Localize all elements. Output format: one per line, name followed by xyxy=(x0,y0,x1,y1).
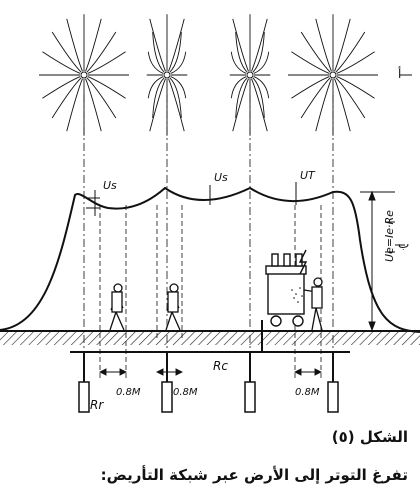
field-line xyxy=(335,77,366,119)
field-line xyxy=(42,76,81,99)
field-line xyxy=(87,51,126,74)
field-line xyxy=(66,18,83,72)
field-line xyxy=(168,78,185,132)
field-line xyxy=(86,77,117,119)
person-walking-1 xyxy=(109,283,125,331)
field-line xyxy=(235,77,248,118)
zone-ticks xyxy=(395,74,412,246)
field-line xyxy=(149,78,166,132)
field-line xyxy=(335,31,366,73)
electrode-3 xyxy=(244,381,256,413)
field-line xyxy=(334,18,351,72)
field-line xyxy=(315,18,332,72)
electrodes xyxy=(78,381,339,413)
distance-label-1: 0.8M xyxy=(116,387,141,398)
field-source-3 xyxy=(246,71,254,79)
field-line xyxy=(152,32,165,73)
field-line xyxy=(251,18,268,72)
distance-label-3: 0.8M xyxy=(295,387,320,398)
distance-markers xyxy=(98,368,323,376)
field-line xyxy=(170,51,187,74)
potential-curve xyxy=(0,186,420,333)
person-walking-2 xyxy=(165,283,181,331)
field-line xyxy=(252,77,265,118)
field-line xyxy=(336,51,375,74)
us-left-label: Us xyxy=(103,179,117,192)
step-lines xyxy=(99,205,322,380)
field-line xyxy=(300,31,331,73)
field-line xyxy=(147,51,164,74)
person-touching xyxy=(303,277,323,331)
electrode-1 xyxy=(78,381,90,413)
field-line xyxy=(85,18,102,72)
field-line xyxy=(66,78,83,132)
field-line xyxy=(169,77,182,118)
field-line xyxy=(235,32,248,73)
field-line xyxy=(230,51,247,74)
field-line xyxy=(251,78,268,132)
us-mid-label: Us xyxy=(214,171,228,184)
field-line xyxy=(168,18,185,72)
field-line xyxy=(147,76,164,99)
zone-a-label: أ xyxy=(398,67,402,81)
figure-number: الشكل (٥) xyxy=(331,428,408,446)
electrode-4 xyxy=(327,381,339,413)
rc-label: Rc xyxy=(213,359,228,373)
voltage-markers xyxy=(86,182,297,216)
field-line xyxy=(170,76,187,99)
field-line xyxy=(300,77,331,119)
field-line xyxy=(230,76,247,99)
field-line xyxy=(336,76,375,99)
field-line xyxy=(87,76,126,99)
field-line xyxy=(149,18,166,72)
field-line xyxy=(291,51,330,74)
field-line xyxy=(42,51,81,74)
field-line xyxy=(252,32,265,73)
ue-label: Ue=Ie·Re xyxy=(383,210,396,262)
field-line xyxy=(169,32,182,73)
field-line xyxy=(86,31,117,73)
equipotential-field-lines xyxy=(39,14,378,136)
field-line xyxy=(291,76,330,99)
field-source-1 xyxy=(80,71,88,79)
field-line xyxy=(85,78,102,132)
field-line xyxy=(51,31,82,73)
ut-label: UT xyxy=(300,169,315,182)
field-line xyxy=(334,78,351,132)
electrode-2 xyxy=(161,381,173,413)
field-source-2 xyxy=(163,71,171,79)
field-source-4 xyxy=(329,71,337,79)
field-line xyxy=(51,77,82,119)
figure-caption: تفرغ التوتر إلى الأرض عبر شبكة التأريض: xyxy=(100,466,408,484)
field-line xyxy=(253,76,270,99)
ue-dimension xyxy=(360,190,395,332)
zone-b-label: ب xyxy=(398,237,410,251)
field-line xyxy=(232,18,249,72)
earthing-grid xyxy=(70,320,350,382)
field-line xyxy=(232,78,249,132)
field-line xyxy=(253,51,270,74)
transformer-equipment xyxy=(265,249,308,327)
field-line xyxy=(315,78,332,132)
spark-dots xyxy=(291,287,303,303)
rr-label: Rr xyxy=(90,398,104,412)
earthing-diagram xyxy=(0,14,420,413)
distance-label-2: 0.8M xyxy=(173,387,198,398)
ground-hatch xyxy=(0,331,420,345)
field-line xyxy=(152,77,165,118)
